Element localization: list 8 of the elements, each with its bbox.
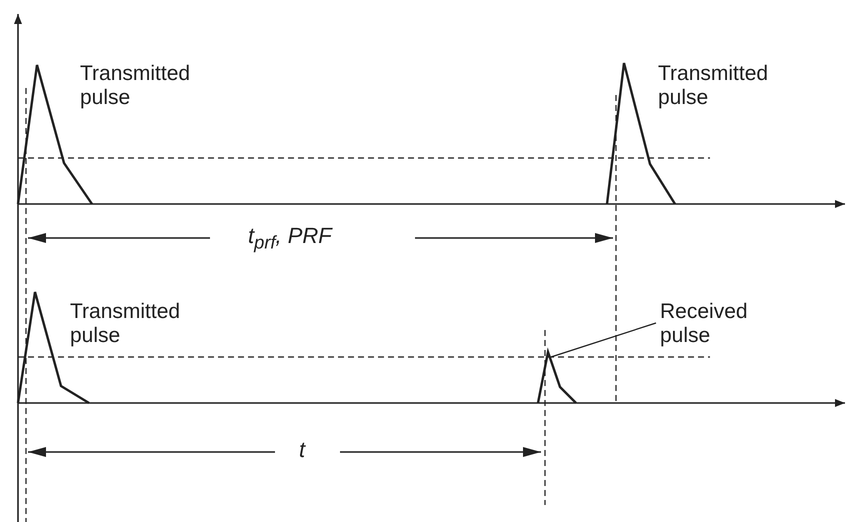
leader-line [550,322,656,358]
pulse-waveform [536,347,577,404]
pulse-label: Transmitted pulse [70,300,180,348]
pulse-label: Received pulse [660,300,770,348]
pulse-label: Transmitted pulse [80,62,190,110]
period-label: t$_{prf}$, PRF [248,224,332,254]
pulse-label: Transmitted pulse [658,62,768,110]
time-label: t [299,438,306,462]
